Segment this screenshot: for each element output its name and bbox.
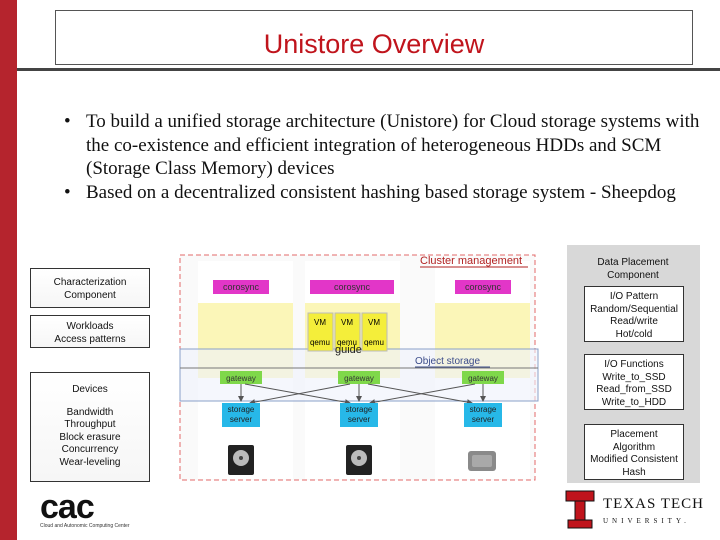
left-accent-bar	[0, 0, 17, 540]
cac-logo-mark: cac	[40, 488, 95, 526]
corosync-label: corosync	[465, 282, 502, 292]
corosync-box	[213, 280, 269, 294]
storage-server-box	[464, 403, 502, 427]
storage-server-box	[340, 403, 378, 427]
workloads-label: Workloads Access patterns	[54, 321, 126, 345]
placement-component-label: Data Placement Component	[597, 257, 669, 281]
vm-label: VM	[341, 318, 353, 327]
gateway-label: gateway	[344, 374, 374, 383]
qemu-label: qemu	[364, 338, 384, 347]
double-t-icon	[565, 490, 595, 529]
characterization-label: Characterization Component	[53, 277, 127, 301]
metric-item: Bandwidth	[66, 406, 114, 418]
hdd-icon	[228, 445, 254, 475]
gateway-label: gateway	[226, 374, 256, 383]
devices-label: Devices	[72, 384, 108, 395]
io-functions-line: Read_from_SSD	[596, 384, 672, 395]
vm-block	[334, 312, 361, 352]
gateway-box	[462, 371, 504, 384]
qemu-label: qemu	[337, 338, 357, 347]
gateway-box	[338, 371, 380, 384]
storage-server-box	[222, 403, 260, 427]
io-pattern-line: I/O Pattern	[609, 291, 659, 302]
vm-block	[307, 312, 334, 352]
io-pattern-line: Random/Sequential	[590, 303, 678, 315]
ssd-icon	[468, 451, 496, 471]
cluster-management-label: Cluster management	[420, 255, 522, 267]
corosync-box	[455, 280, 511, 294]
bullet-list: • To build a unified storage architecture…	[60, 110, 700, 204]
placement-algorithm-box: Placement Algorithm Modified Consistent …	[584, 424, 684, 480]
characterization-box: Characterization Component	[30, 268, 150, 308]
page-title: Unistore Overview	[263, 29, 485, 59]
ttu-name-line1: TEXAS TECH	[603, 496, 704, 512]
storage-server-label: storage	[346, 405, 373, 414]
io-pattern-line: Hot/cold	[615, 328, 653, 340]
bullet-text: To build a unified storage architecture …	[86, 111, 700, 179]
cac-logo-caption: Cloud and Autonomic Computing Center	[40, 523, 130, 529]
vm-label: VM	[314, 318, 326, 327]
placement-algorithm-line: Hash	[622, 466, 646, 478]
placement-component-box: Data Placement Component	[584, 250, 682, 283]
placement-algorithm-line: Algorithm	[612, 441, 656, 453]
corosync-box	[310, 280, 394, 294]
metric-item: Concurrency	[61, 444, 119, 455]
storage-server-label: server	[348, 415, 371, 424]
workloads-box: Workloads Access patterns	[30, 315, 150, 348]
title-box: Unistore Overview	[55, 10, 693, 65]
metric-item: Wear-leveling	[59, 456, 121, 468]
vm-label: VM	[368, 318, 380, 327]
storage-server-label: server	[230, 415, 253, 424]
gateway-label: gateway	[468, 374, 498, 383]
connector-arrow	[369, 383, 476, 406]
object-storage-label: Object storage	[415, 356, 480, 367]
corosync-label: corosync	[223, 282, 260, 292]
bullet-item: • To build a unified storage architecture…	[60, 110, 700, 181]
vm-block	[361, 312, 388, 352]
cac-logo: cac Cloud and Autonomic Computing Center	[40, 488, 130, 529]
guide-label: guide	[335, 344, 362, 356]
title-rule	[17, 68, 720, 71]
bullet-dot: •	[64, 111, 71, 132]
bullet-item: • Based on a decentralized consistent has…	[60, 181, 700, 205]
storage-server-label: server	[472, 415, 495, 424]
bullet-text: Based on a decentralized consistent hash…	[86, 181, 676, 203]
hdd-icon	[346, 445, 372, 475]
storage-server-label: storage	[228, 405, 255, 414]
metric-item: Throughput	[64, 419, 116, 430]
io-functions-line: Write_to_HDD	[601, 396, 667, 408]
bullet-dot: •	[64, 181, 71, 203]
io-functions-box: I/O Functions Write_to_SSD Read_from_SSD…	[584, 354, 684, 410]
qemu-label: qemu	[310, 338, 330, 347]
architecture-diagram: Cluster management corosync corosync cor…	[179, 254, 539, 481]
devices-box: Devices Bandwidth Throughput Block erasu…	[30, 372, 150, 482]
placement-algorithm-line: Modified Consistent	[590, 454, 678, 465]
gateway-box	[220, 371, 262, 384]
metric-item: Block erasure	[59, 431, 121, 443]
corosync-label: corosync	[334, 282, 371, 292]
io-functions-line: Write_to_SSD	[602, 371, 666, 383]
io-pattern-line: Read/write	[610, 316, 658, 327]
io-functions-line: I/O Functions	[604, 359, 664, 370]
connector-arrow	[249, 383, 351, 406]
ttu-name-line2: UNIVERSITY.	[603, 517, 690, 525]
io-pattern-box: I/O Pattern Random/Sequential Read/write…	[584, 286, 684, 342]
placement-algorithm-line: Placement	[610, 429, 658, 440]
storage-server-label: storage	[470, 405, 497, 414]
